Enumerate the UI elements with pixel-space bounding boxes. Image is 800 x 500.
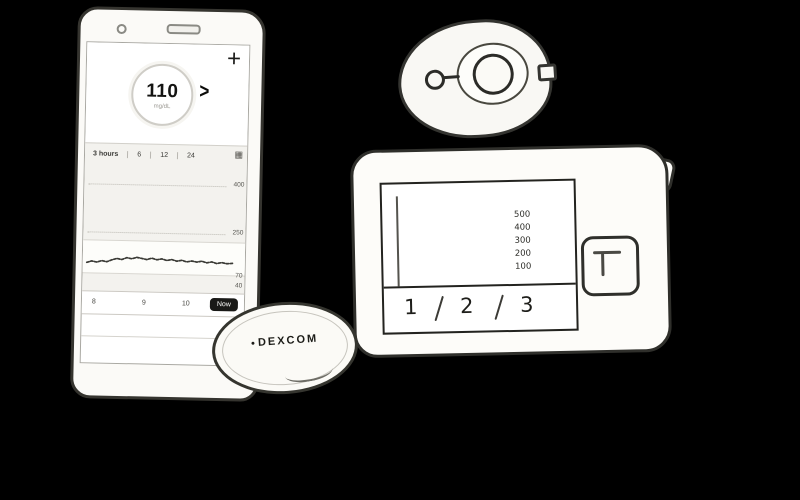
sensor-applicator [394, 14, 558, 144]
tab-3-hours[interactable]: 3 hours [92, 150, 119, 158]
glucose-chart-panel: 3 hours 6 12 24 ▦ 400 250 70 40 [82, 142, 248, 295]
glucose-reading-circle[interactable]: 110 mg/dL [130, 63, 194, 127]
glucose-value: 110 [146, 80, 179, 102]
add-event-button[interactable]: + [225, 45, 244, 73]
phone-device: + 110 mg/dL > 3 hours 6 12 24 ▦ 400 [69, 6, 267, 402]
number-divider [494, 294, 504, 320]
receiver-y-axis: 500 400 300 200 100 [504, 209, 532, 273]
receiver-y-label: 100 [514, 261, 532, 272]
receiver-number: 2 [459, 293, 474, 319]
glucose-unit: mg/dL [153, 103, 171, 110]
x-axis-label: 9 [141, 299, 146, 307]
receiver-number: 3 [519, 292, 534, 317]
applicator-tab-icon [537, 63, 558, 82]
receiver-number: 1 [403, 294, 418, 320]
camera-dot-icon [116, 23, 127, 35]
receiver-select-button[interactable] [580, 235, 640, 297]
tab-6-hours[interactable]: 6 [127, 151, 142, 159]
t-mark-icon [601, 253, 605, 277]
gridline-250 [87, 231, 226, 236]
plunger-circle-icon [424, 69, 446, 91]
receiver-y-label: 200 [514, 248, 532, 259]
calendar-icon[interactable]: ▦ [234, 149, 244, 160]
x-axis-label: 10 [181, 300, 190, 308]
receiver-screen: 500 400 300 200 100 1 2 3 [379, 178, 579, 335]
x-axis-bar: 8 9 10 Now [81, 290, 245, 318]
tab-24-hours[interactable]: 24 [176, 152, 195, 160]
phone-screen: + 110 mg/dL > 3 hours 6 12 24 ▦ 400 [79, 41, 251, 367]
trend-arrow-icon[interactable]: > [199, 79, 210, 104]
time-range-tabs: 3 hours 6 12 24 [92, 150, 195, 160]
y-axis-label: 250 [232, 229, 244, 237]
receiver-number-row: 1 2 3 [383, 282, 577, 333]
y-axis-label: 70 [235, 272, 243, 280]
gridline-400 [88, 183, 227, 188]
receiver-device: 500 400 300 200 100 1 2 3 [349, 143, 673, 359]
now-badge: Now [209, 297, 239, 312]
speaker-icon [166, 23, 201, 35]
x-axis-label: 8 [91, 298, 96, 306]
tab-12-hours[interactable]: 12 [150, 151, 169, 159]
t-mark-icon [593, 250, 622, 255]
y-axis-label: 40 [234, 282, 243, 290]
receiver-y-label: 400 [514, 222, 531, 233]
receiver-y-label: 300 [514, 235, 531, 246]
receiver-y-label: 500 [513, 209, 531, 220]
number-divider [434, 295, 444, 322]
glucose-app-header: + 110 mg/dL > [85, 42, 250, 146]
logo-dot-icon: ● [250, 339, 256, 347]
y-axis-label: 400 [233, 181, 245, 189]
glucose-trend-line [85, 256, 234, 265]
